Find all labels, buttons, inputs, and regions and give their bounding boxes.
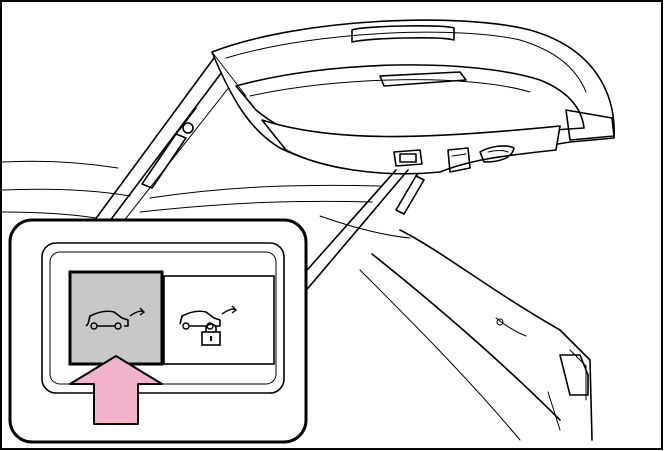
callout-leader [297, 169, 409, 301]
back-door-open-close-switch[interactable] [68, 270, 164, 366]
switch-callout [8, 218, 308, 444]
back-door [211, 19, 615, 175]
up-arrow-icon [69, 355, 163, 425]
back-door-close-and-lock-switch[interactable] [163, 275, 275, 365]
vehicle-back-door-lock-icon [179, 305, 238, 346]
vehicle-back-door-icon [85, 307, 146, 330]
